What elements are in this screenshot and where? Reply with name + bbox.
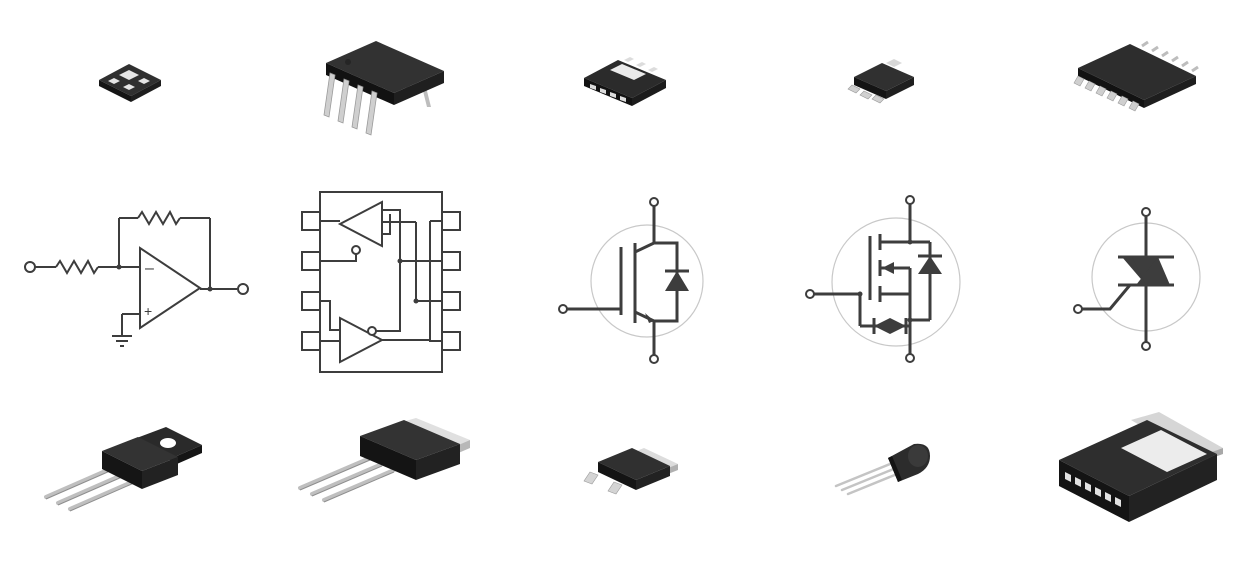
op-amp-plus-sign: + (144, 303, 152, 319)
dpak-package-icon (580, 442, 680, 498)
op-amp-minus-sign: – (145, 260, 154, 277)
triac-symbol-icon (1070, 205, 1210, 355)
to92-package-icon (830, 438, 940, 498)
soic-package-icon (1072, 40, 1202, 120)
toll-package-icon (1055, 410, 1225, 534)
op-amp-circuit-icon: – + (22, 209, 254, 350)
to220-package-icon (38, 425, 208, 515)
qfn-power-package-icon (580, 52, 670, 114)
to262-package-icon (292, 416, 472, 506)
mosfet-symbol-icon (800, 192, 970, 370)
dfn-package-icon (95, 58, 165, 108)
dual-comparator-pinout-icon (300, 190, 466, 374)
sot89-package-icon (847, 55, 920, 104)
dip8-package-icon (318, 35, 448, 145)
igbt-symbol-icon (555, 195, 715, 370)
